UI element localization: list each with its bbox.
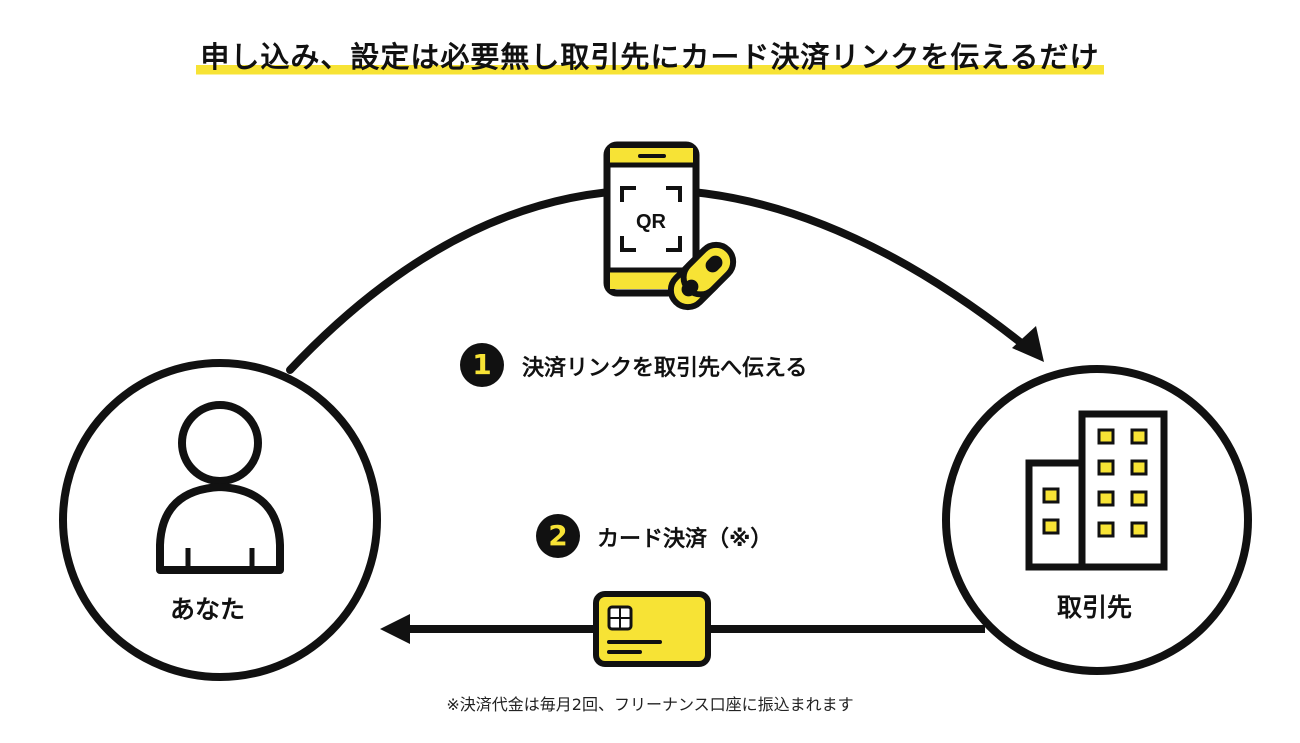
credit-card-icon [593, 591, 711, 667]
person-icon [156, 401, 284, 574]
footnote: ※決済代金は毎月2回、フリーナンス口座に振込まれます [446, 695, 854, 714]
page-title: 申し込み、設定は必要無し取引先にカード決済リンクを伝えるだけ [196, 34, 1104, 78]
step-1-number: 1 [460, 343, 504, 387]
arrow-right-icon [1012, 326, 1044, 362]
arrow-left-icon [380, 614, 410, 644]
step-2-number: 2 [536, 514, 580, 558]
partner-label: 取引先 [1057, 593, 1133, 622]
building-icon [1025, 410, 1168, 571]
title-container: 申し込み、設定は必要無し取引先にカード決済リンクを伝えるだけ [0, 34, 1300, 78]
qr-text: QR [636, 211, 667, 233]
you-label: あなた [170, 595, 246, 624]
phone-qr-icon: QR [603, 141, 700, 297]
step-1-label: 決済リンクを取引先へ伝える [522, 356, 808, 381]
link-icon [667, 241, 737, 311]
step-2-label: カード決済（※） [597, 527, 773, 552]
